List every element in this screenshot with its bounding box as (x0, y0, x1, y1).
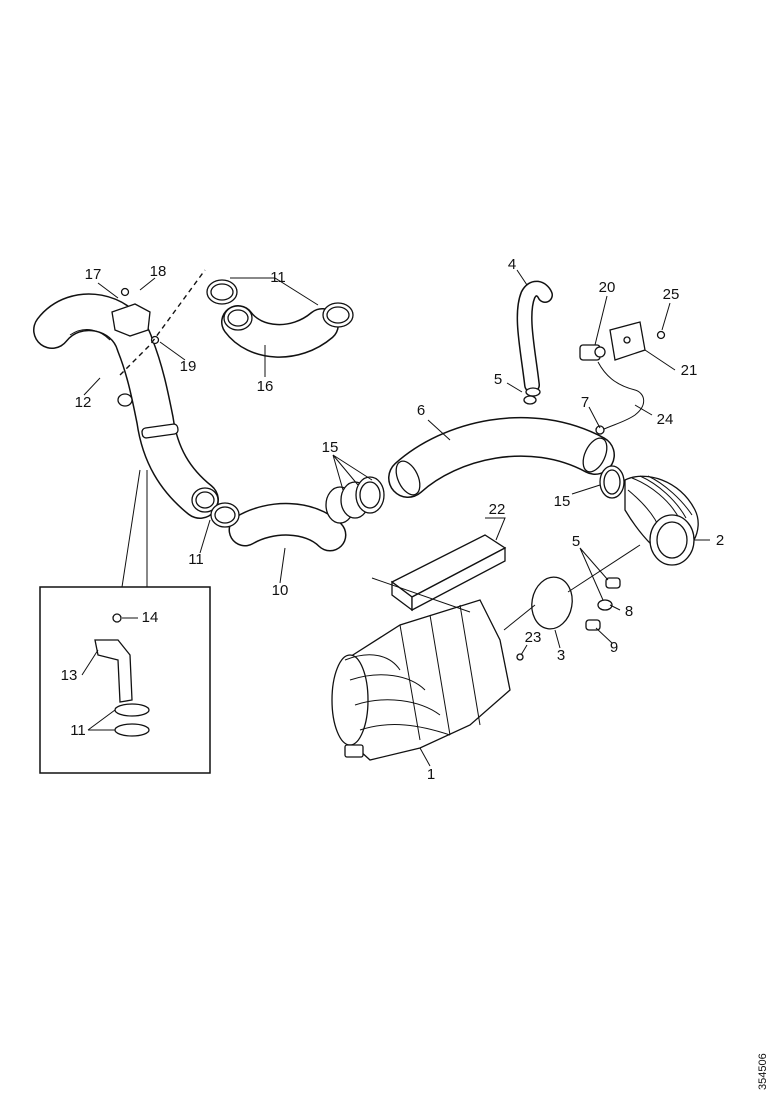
hose-2 (624, 475, 699, 566)
label-20: 20 (599, 279, 616, 296)
label-22: 22 (489, 501, 506, 518)
label-9: 9 (610, 639, 618, 656)
label-12: 12 (75, 394, 92, 411)
label-18: 18 (150, 263, 167, 280)
label-4: 4 (508, 256, 516, 273)
label-23: 23 (525, 629, 542, 646)
hose-4 (516, 280, 553, 397)
screw-18 (120, 287, 130, 297)
hose-16 (221, 305, 339, 358)
label-17: 17 (85, 266, 102, 283)
label-6: 6 (417, 402, 425, 419)
label-14: 14 (142, 609, 159, 626)
label-19: 19 (180, 358, 197, 375)
part-13 (94, 639, 133, 703)
label-1: 1 (427, 766, 435, 783)
clamp-11-b (322, 302, 354, 328)
label-25: 25 (663, 286, 680, 303)
small-parts-5-8-9 (523, 395, 621, 631)
screw-25 (656, 330, 666, 340)
label-11-c: 11 (188, 551, 204, 568)
hose-12-band (141, 423, 179, 439)
clamp-11-c (191, 487, 240, 528)
label-8: 8 (625, 603, 633, 620)
hose-12-port (117, 393, 133, 407)
inset-detail (39, 469, 211, 774)
hose-4-clip (525, 387, 541, 397)
screw-23 (516, 653, 524, 661)
part-labels: 17 18 11 19 12 16 4 20 25 5 21 7 6 24 15… (61, 256, 725, 783)
figure-id: 354506 (757, 1053, 769, 1090)
fitting-7 (595, 425, 605, 435)
parts-17-19 (111, 287, 160, 345)
hose-6 (388, 416, 615, 498)
hose-12 (33, 293, 219, 519)
label-5-a: 5 (494, 371, 502, 388)
label-7: 7 (581, 394, 589, 411)
label-3: 3 (557, 647, 565, 664)
label-15-b: 15 (554, 493, 571, 510)
hose-6-end-left (395, 460, 421, 496)
label-5-b: 5 (572, 533, 580, 550)
label-11-a: 11 (270, 269, 286, 286)
sensor-20 (579, 344, 606, 361)
bracket-21 (609, 321, 646, 361)
label-2: 2 (716, 532, 724, 549)
screw-14 (112, 613, 122, 623)
clamp-15-left (325, 476, 385, 524)
filter-22 (390, 534, 507, 612)
air-filter-housing-1 (331, 599, 511, 761)
clamp-15-right (599, 465, 625, 499)
wire-24 (597, 361, 645, 431)
hose-10 (228, 502, 347, 552)
label-16: 16 (257, 378, 274, 395)
label-11-b: 11 (70, 722, 86, 739)
clamp-11-inset-b (114, 723, 150, 737)
label-21: 21 (681, 362, 698, 379)
seal-ring-3 (531, 576, 573, 630)
clamp-11-a (206, 279, 253, 331)
label-15-a: 15 (322, 439, 339, 456)
label-10: 10 (272, 582, 289, 599)
label-24: 24 (657, 411, 674, 428)
leader-lines (81, 269, 710, 767)
clamp-11-inset-a (114, 703, 150, 717)
hose-6-end-right (582, 437, 608, 473)
label-13: 13 (61, 667, 78, 684)
